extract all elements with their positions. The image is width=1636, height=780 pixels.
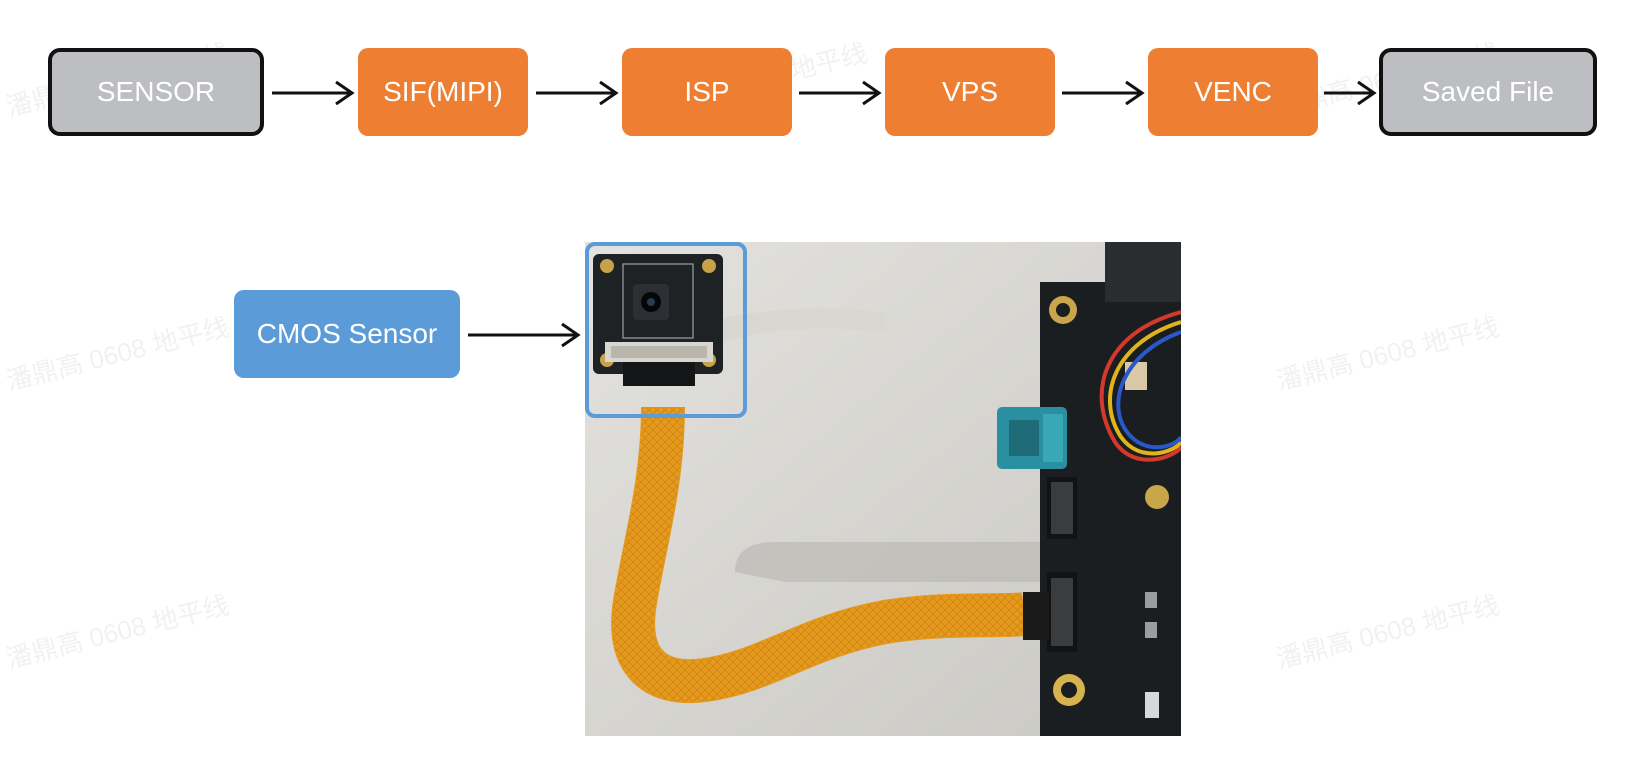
- isp-box: ISP: [622, 48, 792, 136]
- arrow-isp-to-vps: [799, 80, 882, 106]
- arrow-venc-to-saved-file: [1324, 80, 1377, 106]
- arrow-to-camera-module: [468, 322, 581, 348]
- sif-mipi-box: SIF(MIPI): [358, 48, 528, 136]
- arrow-sif-to-isp: [536, 80, 619, 106]
- saved-file-box: Saved File: [1379, 48, 1597, 136]
- camera-module: [593, 254, 723, 386]
- vps-box: VPS: [885, 48, 1055, 136]
- watermark: 潘鼎高 0608 地平线: [1273, 311, 1502, 396]
- cmos-sensor-label: CMOS Sensor: [234, 290, 460, 378]
- watermark: 潘鼎高 0608 地平线: [3, 589, 232, 674]
- arrow-vps-to-venc: [1062, 80, 1145, 106]
- watermark: 潘鼎高 0608 地平线: [1273, 589, 1502, 674]
- arrow-sensor-to-sif: [272, 80, 355, 106]
- watermark: 潘鼎高 0608 地平线: [3, 311, 232, 396]
- venc-box: VENC: [1148, 48, 1318, 136]
- sensor-box: SENSOR: [48, 48, 264, 136]
- camera-board-photo: [585, 242, 1181, 736]
- dev-board: [1040, 242, 1181, 736]
- camera-highlight-box: [585, 242, 747, 418]
